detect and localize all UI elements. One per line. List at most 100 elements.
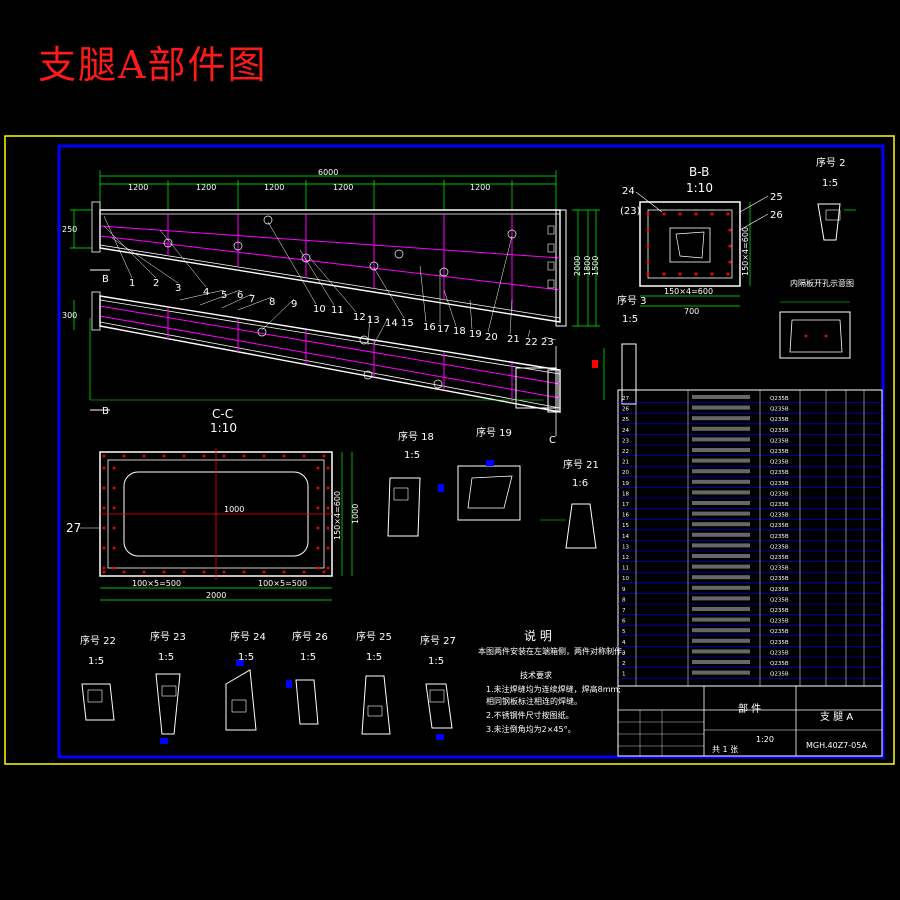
bom-row-no: 26: [622, 407, 629, 413]
bom-row-no: 19: [622, 481, 629, 487]
section-mark-b-bottom: B: [102, 406, 109, 417]
inner-plate-title: 内隔板开孔示意图: [790, 278, 854, 288]
rivet-hole: [202, 570, 206, 574]
part-number-10: 10: [313, 304, 326, 315]
bom-row-no: 24: [622, 428, 629, 434]
bom-row-no: 15: [622, 523, 629, 529]
bb-label-24: 24: [622, 186, 635, 197]
bom-row-no: 27: [622, 396, 629, 402]
bom-row-no: 22: [622, 449, 629, 455]
rivet-hole: [326, 466, 330, 470]
cc-dim-right-1: 150×4=600: [333, 491, 342, 540]
left-dim-1: 250: [62, 225, 77, 234]
balloon-leader: [487, 235, 513, 333]
part-number-12: 12: [353, 312, 366, 323]
part-number-7: 7: [249, 294, 255, 305]
left-dim-2: 300: [62, 311, 77, 320]
bom-row-material: Q235B: [770, 672, 789, 678]
balloon-leader: [237, 296, 273, 311]
top-dim-3: 1200: [264, 183, 284, 192]
detail-2-scale: 1:5: [822, 178, 838, 189]
bottom-detail-views: 序号 22 1:5 序号 23 1:5 序号 24 1:5 序号 26 1:5 …: [80, 630, 456, 744]
bom-row-material: Q235B: [770, 428, 789, 434]
bom-row-spec: [692, 596, 750, 601]
bom-row-spec: [692, 585, 750, 590]
bom-row-no: 23: [622, 438, 629, 444]
rivet-hole: [322, 570, 326, 574]
bb-dim-side: 150×4=600: [741, 227, 750, 276]
bom-row-material: Q235B: [770, 640, 789, 646]
bom-row-material: Q235B: [770, 407, 789, 413]
bom-row-spec: [692, 511, 750, 516]
balloon-leader: [111, 237, 179, 284]
title-block-scale: 1:20: [756, 735, 774, 744]
bom-row-spec: [692, 649, 750, 654]
rivet-hole: [182, 570, 186, 574]
rivet-hole: [282, 454, 286, 458]
rivet-hole: [302, 454, 306, 458]
rivet-hole: [102, 506, 106, 510]
bom-row-spec: [692, 532, 750, 537]
outer-frame: [4, 135, 895, 765]
bom-row-no: 8: [622, 597, 626, 603]
bb-scale: 1:10: [686, 181, 713, 195]
rivet-hole: [122, 570, 126, 574]
bom-row-spec: [692, 575, 750, 580]
bom-row-no: 25: [622, 417, 629, 423]
bom-row-material: Q235B: [770, 513, 789, 519]
rivet-hole: [112, 566, 116, 570]
bom-row-material: Q235B: [770, 629, 789, 635]
bb-label-26: 26: [770, 210, 783, 221]
balloon-leader: [103, 215, 133, 279]
rivet-hole: [242, 570, 246, 574]
rivet-hole: [326, 506, 330, 510]
notes-item-2: 相同钢板标注相连的焊缝。: [486, 696, 582, 706]
notes-item-4: 3.未注倒角均为2×45°。: [486, 724, 576, 734]
bom-row-material: Q235B: [770, 396, 789, 402]
part-number-22: 22: [525, 337, 538, 348]
bom-row-spec: [692, 670, 750, 675]
rivet-hole: [316, 566, 320, 570]
bom-row-material: Q235B: [770, 449, 789, 455]
bb-dim-outer: 700: [684, 307, 699, 316]
part-number-17: 17: [437, 324, 450, 335]
balloon-leader: [103, 225, 157, 279]
detail-23-title: 序号 23: [150, 630, 186, 643]
bb-dim-inner: 150×4=600: [664, 287, 713, 296]
balloon-leader: [509, 299, 513, 335]
cc-dim-center: 1000: [224, 505, 244, 514]
rivet-hole: [102, 546, 106, 550]
bom-row-spec: [692, 522, 750, 527]
bom-row-material: Q235B: [770, 523, 789, 529]
cc-dim-bottom-right: 100×5=500: [258, 579, 307, 588]
cc-dim-right-2: 1000: [351, 504, 360, 524]
part-number-14: 14: [385, 318, 398, 329]
bom-row-spec: [692, 405, 750, 410]
bom-row-spec: [692, 469, 750, 474]
bom-row-spec: [692, 416, 750, 421]
balloon-leader: [267, 221, 317, 305]
bom-row-no: 13: [622, 544, 629, 550]
detail-21-scale: 1:6: [572, 478, 588, 489]
part-number-15: 15: [401, 318, 414, 329]
right-dim-1: 2000: [573, 256, 582, 276]
rivet-hole: [316, 506, 320, 510]
detail-18-scale: 1:5: [404, 450, 420, 461]
bom-row-no: 5: [622, 629, 626, 635]
bom-row-spec: [692, 448, 750, 452]
top-dim-2: 1200: [196, 183, 216, 192]
right-dim-2: 1800: [583, 256, 592, 276]
detail-22-scale: 1:5: [88, 656, 104, 667]
rivet-hole: [316, 466, 320, 470]
rivet-hole: [112, 506, 116, 510]
bom-row-spec: [692, 660, 750, 664]
bom-row-material: Q235B: [770, 438, 789, 444]
top-dim-1: 1200: [128, 183, 148, 192]
title-block-sheet: 共 1 张: [712, 745, 738, 754]
detail-23-scale: 1:5: [158, 652, 174, 663]
rivet-hole: [162, 570, 166, 574]
rivet-hole: [142, 454, 146, 458]
rivet-hole: [162, 454, 166, 458]
